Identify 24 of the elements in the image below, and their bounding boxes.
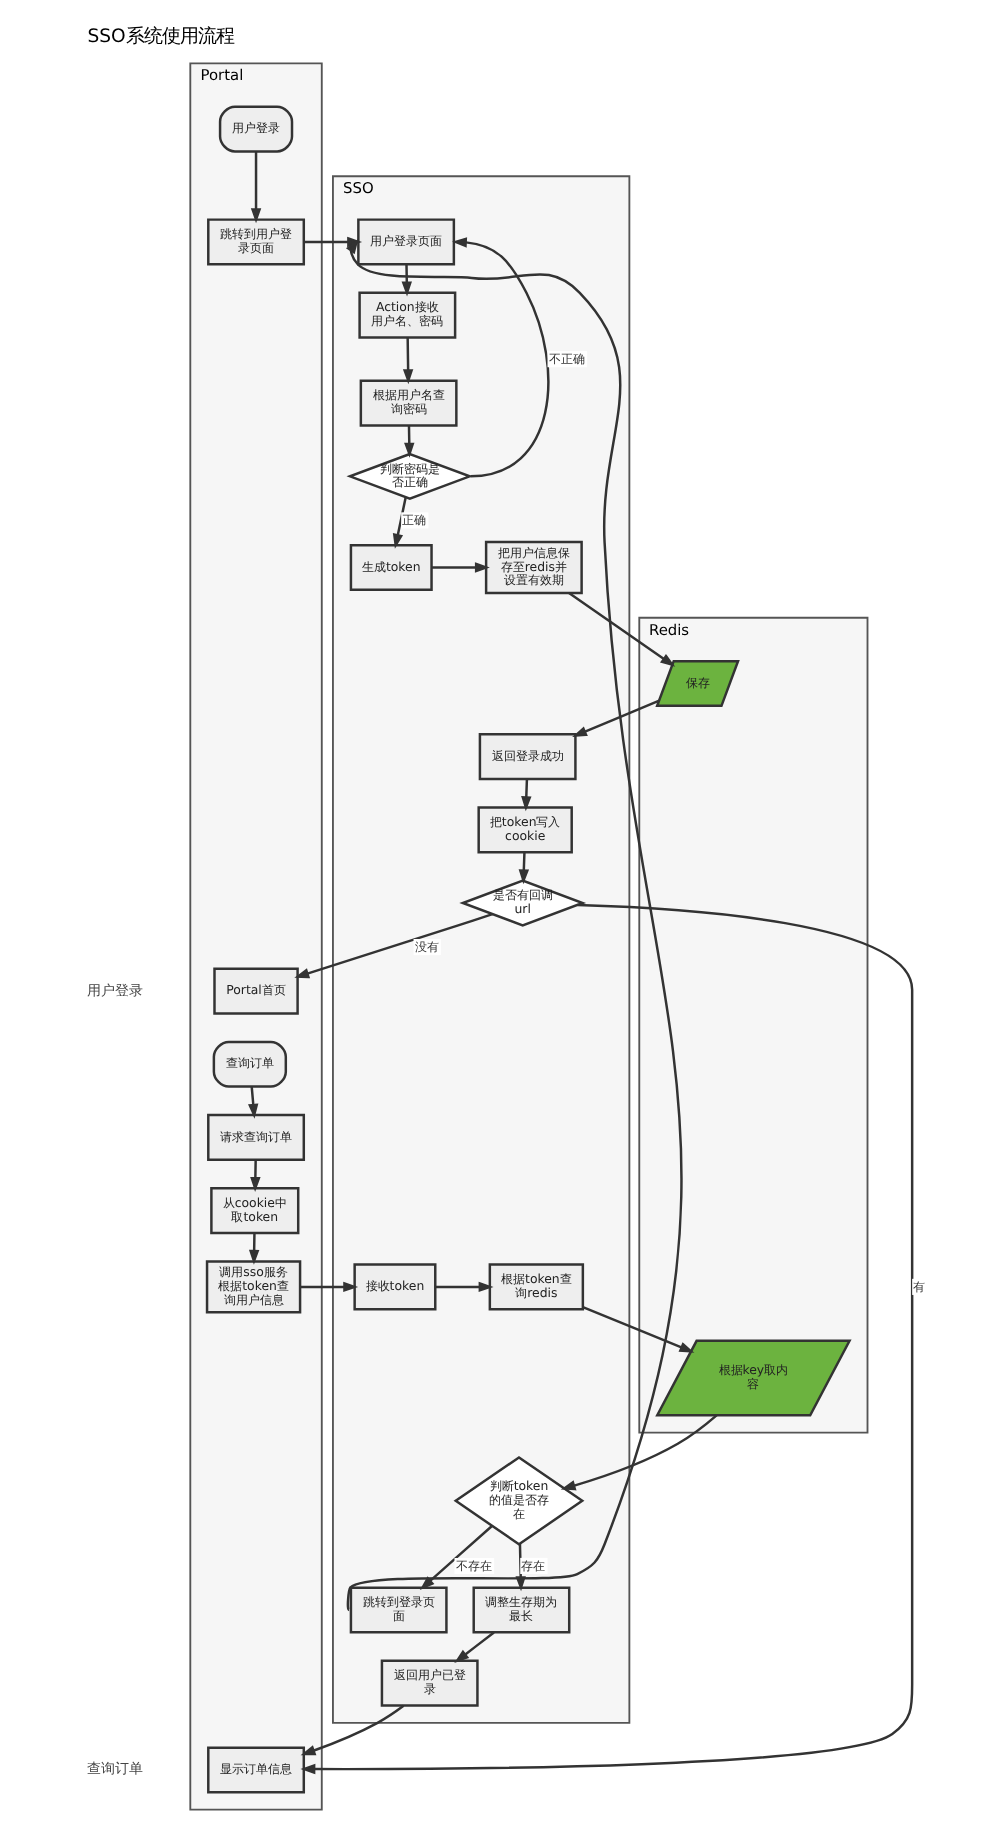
arrow (581, 1306, 694, 1353)
arrow (299, 903, 913, 1775)
arrow (453, 1631, 494, 1663)
arrow (517, 852, 529, 885)
arrow (247, 1086, 258, 1119)
arrow (430, 562, 489, 573)
arrow (520, 779, 531, 812)
arrow (293, 913, 492, 979)
arrow (391, 497, 406, 549)
arrow (434, 1281, 493, 1293)
arrow (299, 1281, 358, 1293)
arrow (403, 425, 414, 458)
arrow (400, 264, 411, 297)
arrow (247, 1233, 259, 1265)
arrow (559, 1414, 717, 1491)
arrow (567, 592, 675, 667)
arrow (571, 699, 659, 737)
arrow (514, 1543, 525, 1592)
arrow (249, 1159, 260, 1192)
arrow (451, 237, 549, 478)
arrow (249, 151, 261, 224)
arrow (401, 337, 413, 385)
diagram-title: SSO系统使用流程 (86, 26, 233, 49)
arrow (299, 1704, 404, 1756)
